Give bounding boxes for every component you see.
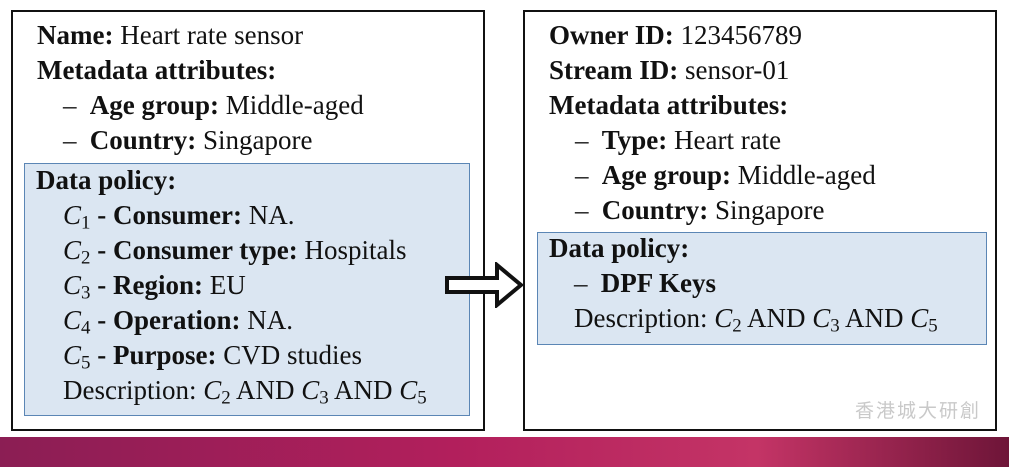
attribute-country: – Country: Singapore — [575, 195, 825, 225]
data-policy-panel: Data policy: – DPF Keys Description: C2 … — [537, 232, 987, 345]
metadata-heading: Metadata attributes: — [37, 55, 277, 85]
stream-metadata-box: Owner ID: 123456789 Stream ID: sensor-01… — [523, 10, 997, 431]
name-label: Name: — [37, 20, 114, 50]
name-row: Name: Heart rate sensor — [37, 18, 303, 53]
condition-c3: C3 - Region: EU — [63, 270, 246, 304]
condition-c5: C5 - Purpose: CVD studies — [63, 340, 362, 374]
attribute-country: – Country: Singapore — [63, 125, 313, 155]
condition-c4: C4 - Operation: NA. — [63, 305, 293, 339]
owner-id-row: Owner ID: 123456789 — [549, 20, 802, 50]
right-arrow-icon — [445, 262, 525, 308]
attribute-age-group: – Age group: Middle-aged — [63, 90, 364, 120]
condition-c1: C1 - Consumer: NA. — [63, 200, 295, 234]
data-policy-heading: Data policy: — [36, 165, 177, 195]
stream-id-row: Stream ID: sensor-01 — [549, 55, 790, 85]
attribute-type: – Type: Heart rate — [575, 125, 782, 155]
data-policy-heading: Data policy: — [549, 233, 690, 263]
policy-description: Description: C2 AND C3 AND C5 — [574, 303, 938, 337]
dpf-keys: – DPF Keys — [574, 268, 716, 298]
data-policy-panel: Data policy: C1 - Consumer: NA. C2 - Con… — [24, 163, 470, 416]
metadata-heading: Metadata attributes: — [549, 90, 789, 120]
policy-description: Description: C2 AND C3 AND C5 — [63, 375, 427, 409]
bottom-accent-bar — [0, 437, 1009, 467]
name-value: Heart rate sensor — [120, 20, 304, 50]
attribute-age-group: – Age group: Middle-aged — [575, 160, 876, 190]
condition-c2: C2 - Consumer type: Hospitals — [63, 235, 407, 269]
sensor-metadata-box: Name: Heart rate sensor Metadata attribu… — [11, 10, 485, 431]
watermark: 香港城大研創 — [855, 400, 982, 422]
